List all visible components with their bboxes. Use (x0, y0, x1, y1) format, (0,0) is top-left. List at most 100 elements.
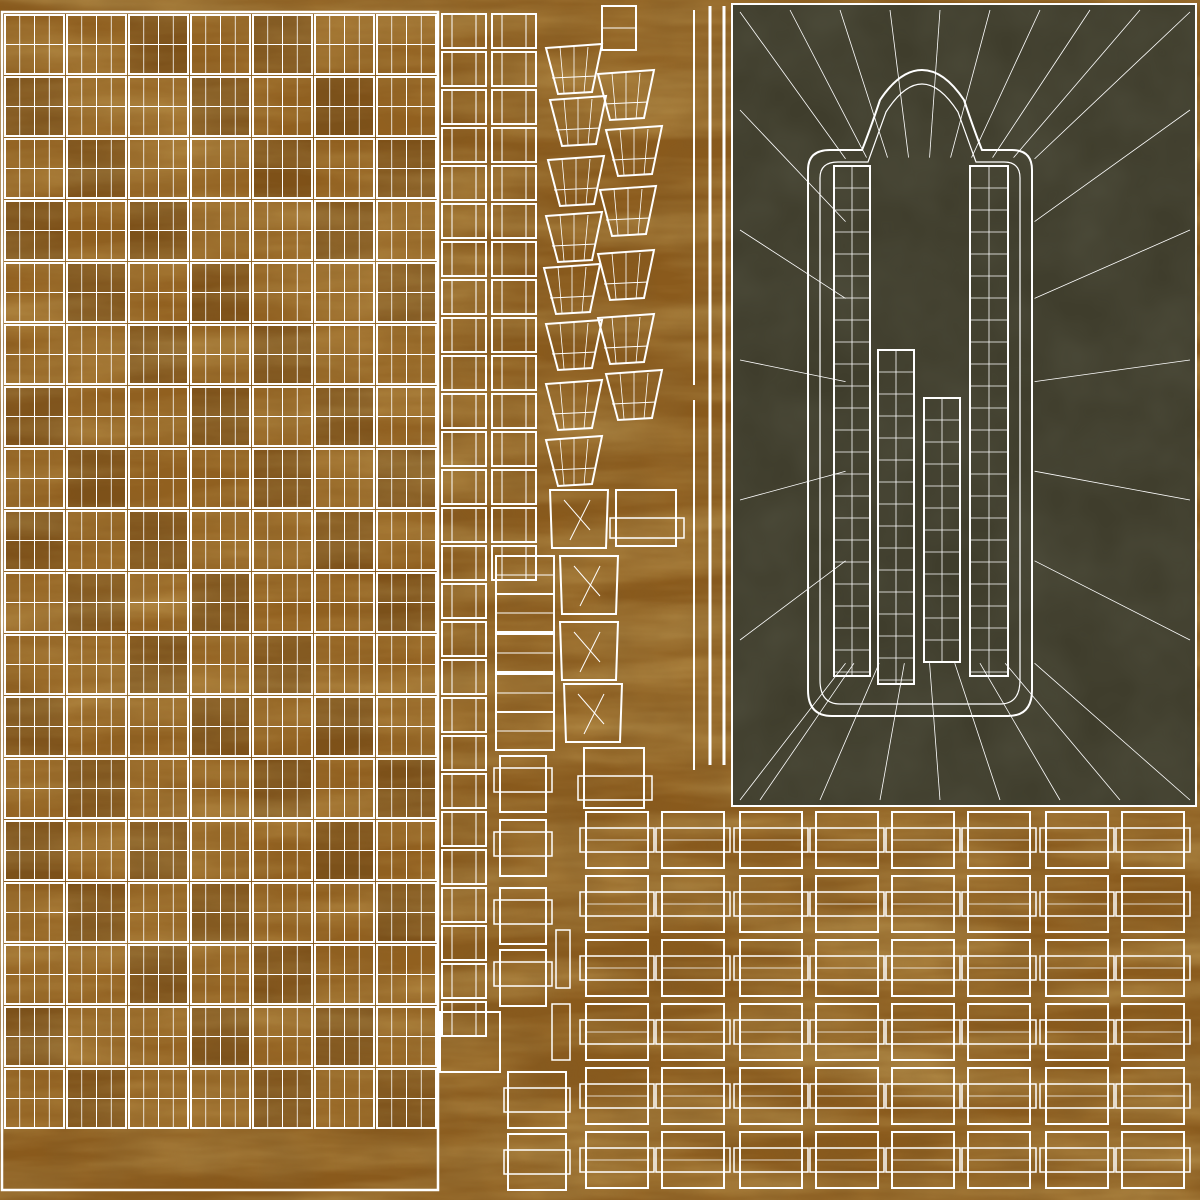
bowl-rim (603, 101, 649, 105)
panel-radial-line (979, 662, 1061, 801)
patch-seam (569, 499, 591, 541)
plank-tile (252, 262, 313, 323)
bowl-rim (605, 217, 651, 221)
bottom-block-band (733, 827, 809, 853)
strip-cell (441, 1001, 487, 1037)
plank-tile (128, 696, 189, 757)
bottom-block-band (885, 827, 961, 853)
bowl-outline (544, 42, 604, 96)
small-block (499, 949, 547, 1007)
plank-tile (66, 448, 127, 509)
panel-radial-line (1034, 109, 1191, 222)
panel-radial-line (1034, 229, 1191, 299)
bowl-island (546, 154, 606, 208)
bowl-island (596, 248, 656, 302)
plank-tile (128, 882, 189, 943)
bottom-block-band (579, 1147, 655, 1173)
bottom-block (885, 1003, 961, 1061)
bowl-island (596, 68, 656, 122)
bowl-island (604, 124, 664, 178)
strip-cell (491, 317, 537, 353)
bottom-block (961, 1067, 1037, 1125)
plank-tile (190, 882, 251, 943)
plank-tile (66, 882, 127, 943)
plank-tile (376, 696, 437, 757)
panel-radial-line (739, 229, 846, 299)
panel-radial-line (839, 9, 888, 158)
bottom-block (655, 1131, 731, 1189)
bowl-rim (549, 295, 595, 299)
bottom-left-band (503, 1087, 571, 1113)
plank-tile (4, 448, 65, 509)
strip-cell (441, 241, 487, 277)
bottom-block-band (961, 827, 1037, 853)
patch-outline (548, 489, 610, 549)
plank-tile (252, 820, 313, 881)
bottom-block-band (655, 1147, 731, 1173)
bottom-block-band (1115, 891, 1191, 917)
plank-tile (66, 758, 127, 819)
plank-tile (190, 510, 251, 571)
strip-cell (441, 773, 487, 809)
bottom-block-band (885, 955, 961, 981)
plank-tile (190, 634, 251, 695)
bowl-outline (596, 248, 656, 302)
bowl-seam (563, 98, 569, 146)
plank-tile (66, 696, 127, 757)
plank-tile (252, 200, 313, 261)
plank-tile (190, 14, 251, 75)
bottom-block (1115, 1131, 1191, 1189)
bowl-island (548, 94, 608, 148)
panel-radial-line (1004, 662, 1121, 801)
plank-tile (252, 1068, 313, 1129)
bowl-seam (635, 72, 641, 120)
panel-radial-line (1034, 560, 1191, 641)
plank-tile (252, 572, 313, 633)
plank-tile (66, 572, 127, 633)
plank-tile (128, 324, 189, 385)
plank-tile (128, 448, 189, 509)
panel-radial-line (879, 663, 905, 801)
bowl-island (544, 378, 604, 432)
bottom-block-band (655, 1019, 731, 1045)
strip-cell (441, 811, 487, 847)
bowl-seam (583, 46, 589, 94)
plank-tile (314, 262, 375, 323)
panel-radial-line (1013, 9, 1141, 158)
plank-tile (376, 76, 437, 137)
arch-inner (819, 83, 1021, 705)
plank-tile (66, 262, 127, 323)
panel-radial-line (950, 9, 991, 158)
small-block (499, 755, 547, 813)
panel-radial-line (992, 9, 1091, 158)
panel-border (731, 3, 1197, 807)
strip-cell (491, 507, 537, 543)
strip-cell (491, 127, 537, 163)
plank-tile (66, 510, 127, 571)
bottom-block-band (885, 1147, 961, 1173)
bottom-block-band (1039, 1019, 1115, 1045)
small-block-band (493, 899, 553, 925)
plank-tile (314, 1068, 375, 1129)
bottom-block (733, 1067, 809, 1125)
plank-tile (376, 14, 437, 75)
plank-tile (252, 448, 313, 509)
bowl-outline (542, 262, 602, 316)
plank-tile (190, 1006, 251, 1067)
plank-tile (314, 510, 375, 571)
left-plank-uv-grid (0, 10, 501, 1192)
strip-cell (491, 545, 537, 581)
bowl-outline (596, 68, 656, 122)
plank-tile (314, 572, 375, 633)
bowl-seam (635, 316, 641, 364)
bowl-seam (583, 214, 589, 262)
bottom-block (809, 1131, 885, 1189)
bowl-seam (559, 438, 565, 486)
plank-tile (4, 820, 65, 881)
bottom-block-band (1039, 955, 1115, 981)
bottom-block-band (961, 1083, 1037, 1109)
small-block-band (493, 961, 553, 987)
plank-tile (252, 944, 313, 1005)
plank-tile (314, 944, 375, 1005)
plank-tile (376, 634, 437, 695)
